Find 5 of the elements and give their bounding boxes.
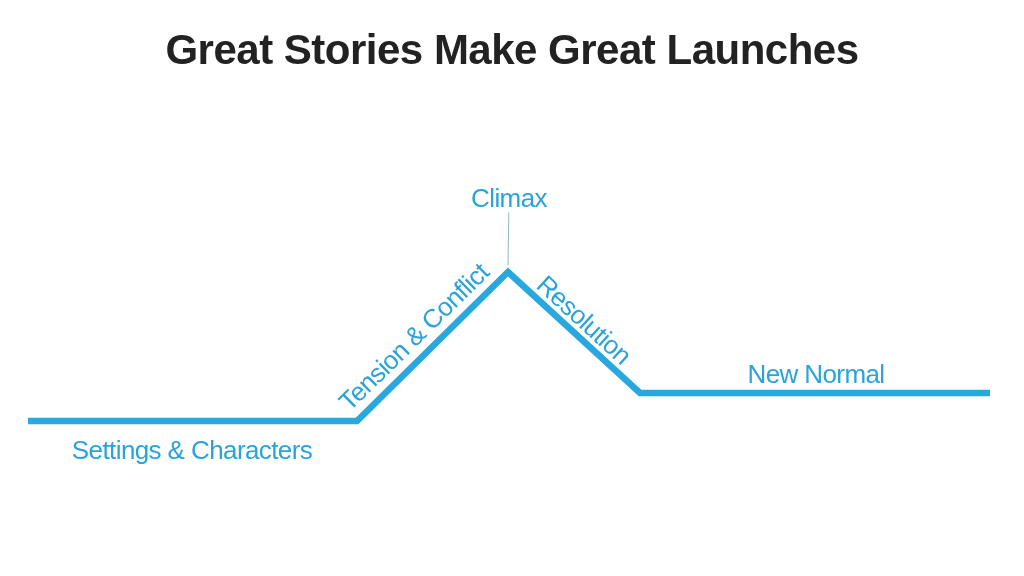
peak-label: Climax [471,183,547,213]
title: Great Stories Make Great Launches [164,26,860,74]
segment-label: New Normal [747,359,885,389]
leader-line [507,211,510,266]
segment-label: Settings & Characters [71,435,313,465]
